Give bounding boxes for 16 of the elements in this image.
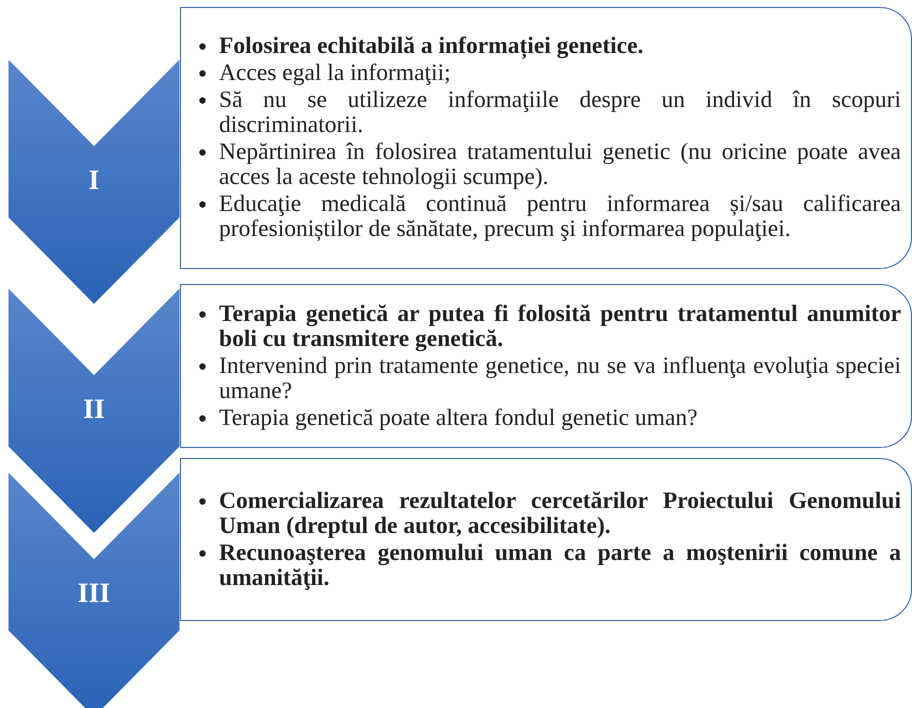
bullet-item: Recunoaşterea genomului uman ca parte a moştenirii comune a umanităţii.: [219, 540, 901, 590]
bullet-item: Comercializarea rezultatelor cercetărilor Proiectului Genomului Uman (dreptul de autor, accesibilitate).: [219, 488, 901, 538]
bullet-item: Terapia genetică ar putea fi folosită pentru tratamentul anumitor boli cu transmitere genetică.: [219, 302, 901, 352]
roman-numeral: I: [88, 164, 100, 198]
roman-numeral: III: [76, 577, 112, 611]
text-panel: [180, 284, 912, 448]
bullet-item: Terapia genetică poate altera fondul genetic uman?: [219, 406, 699, 430]
bullet-item: Folosirea echitabilă a informației genetice.: [219, 34, 644, 59]
bullet-item: Nepărtinirea în folosirea tratamentului genetic (nu oricine poate avea acces la aceste tehnologii scumpe).: [219, 140, 901, 190]
bullet-item: Educaţie medicală continuă pentru informarea și/sau calificarea profesioniștilor de sănătate, precum şi informarea populaţiei.: [219, 192, 901, 242]
roman-numeral: II: [82, 393, 106, 427]
text-panel: [180, 458, 912, 621]
bullet-item: Intervenind prin tratamente genetice, nu se va influenţa evoluţia speciei umane?: [219, 354, 901, 404]
text-panel: [180, 7, 912, 269]
bullet-item: Acces egal la informaţii;: [219, 61, 452, 86]
bullet-item: Să nu se utilizeze informaţiile despre un individ în scopuri discriminatorii.: [219, 88, 901, 138]
